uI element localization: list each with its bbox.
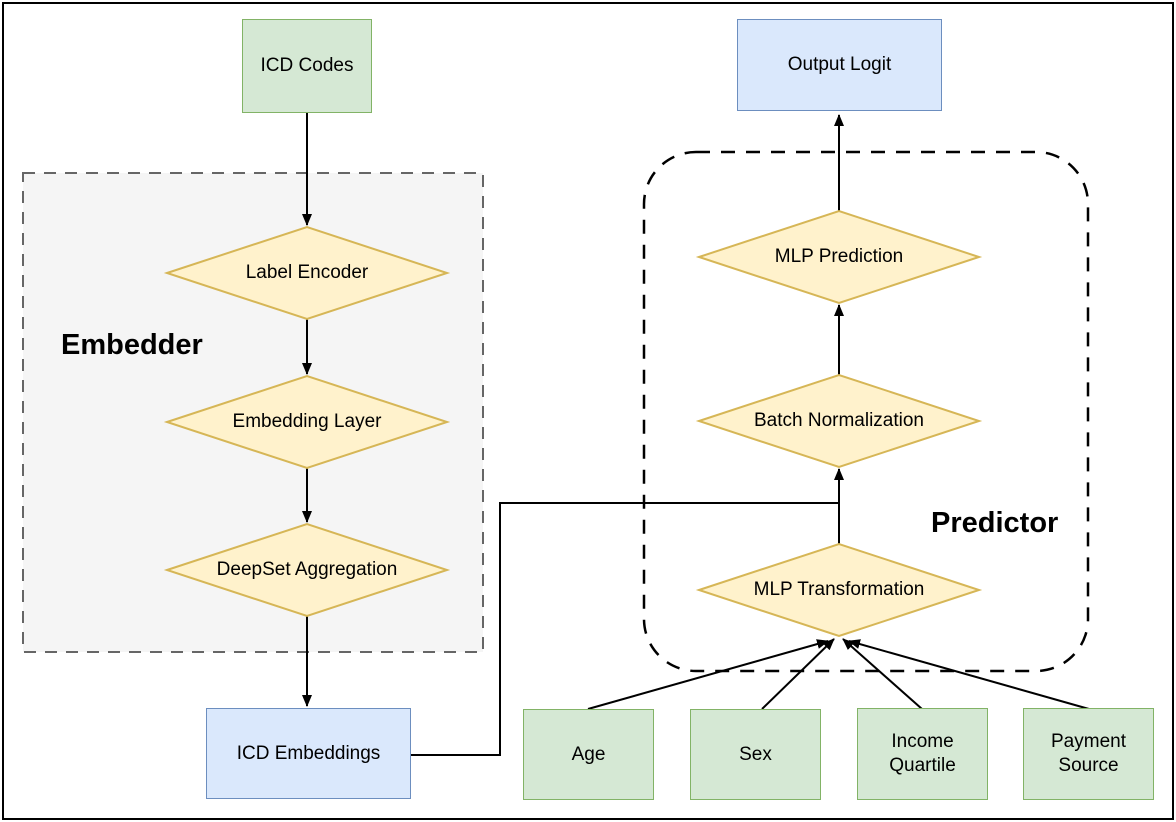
diamond-label-encoder [163,225,451,321]
edge-icd-embeddings-to-batch-normalization [410,502,838,756]
node-output-logit: Output Logit [737,19,942,111]
node-payment-source: Payment Source [1023,708,1154,800]
node-embedding-layer-label: Embedding Layer [232,411,382,432]
diamond-mlp-transformation [695,542,983,638]
predictor-container-box [642,150,1090,673]
node-age: Age [523,709,654,800]
node-mlp-transformation-label: MLP Transformation [753,579,925,600]
edge-payment-source-to-mlp-transformation [848,639,1090,710]
embedder-container-label: Embedder [61,329,203,361]
node-mlp-prediction-label: MLP Prediction [774,246,904,267]
edge-income-quartile-to-mlp-transformation [842,638,923,710]
node-sex: Sex [690,709,821,800]
edge-age-to-mlp-transformation [587,639,829,710]
diamond-batch-normalization [695,373,983,469]
node-deepset-aggregation-label: DeepSet Aggregation [216,559,398,580]
diamond-embedding-layer [163,374,451,470]
edge-sex-to-mlp-transformation [761,638,835,710]
predictor-container-label: Predictor [931,507,1059,539]
node-icd-codes: ICD Codes [242,19,372,113]
node-batch-normalization-label: Batch Normalization [753,410,925,431]
diamond-deepset-aggregation [163,522,451,618]
node-label-encoder-label: Label Encoder [245,262,369,283]
node-income-quartile: Income Quartile [857,708,988,800]
node-icd-embeddings: ICD Embeddings [206,708,411,799]
diamond-mlp-prediction [695,209,983,305]
